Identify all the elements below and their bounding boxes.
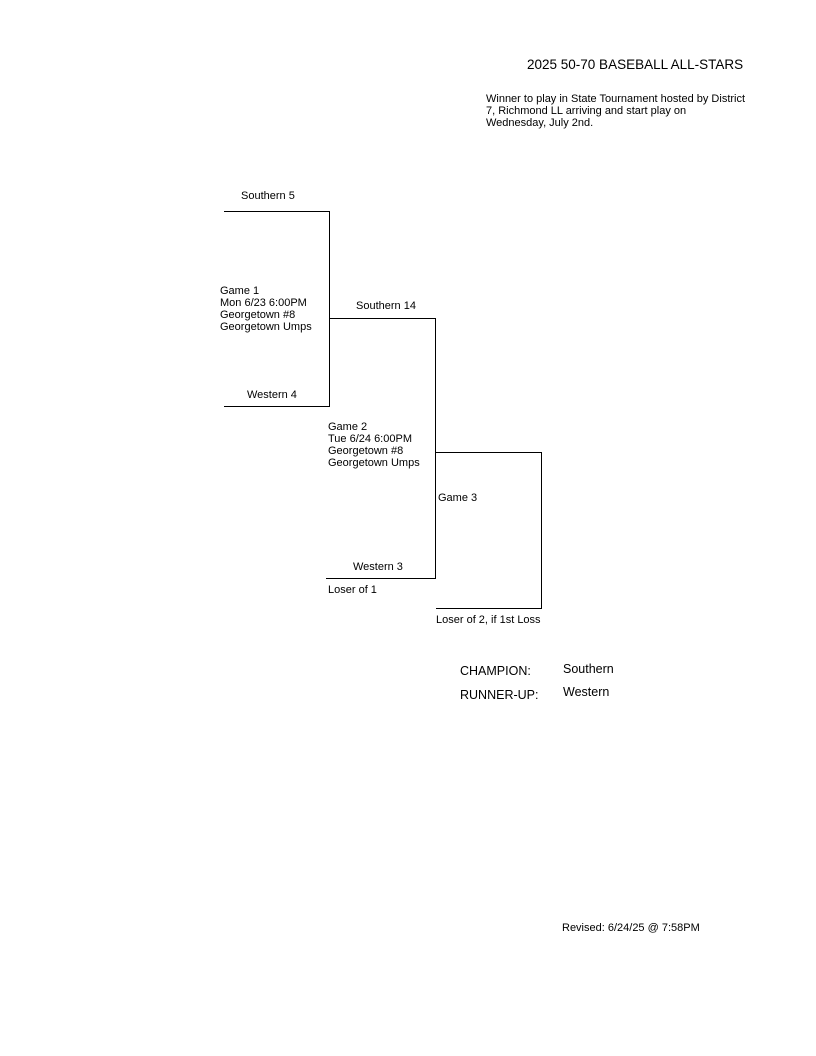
game1-label: Game 1 <box>220 285 260 297</box>
game2-connector <box>435 318 436 579</box>
revised-timestamp: Revised: 6/24/25 @ 7:58PM <box>562 922 700 934</box>
page-title: 2025 50-70 BASEBALL ALL-STARS <box>527 57 744 72</box>
game2-top-team: Southern 14 <box>356 300 416 312</box>
game1-connector <box>329 211 330 407</box>
game2-label: Game 2 <box>328 421 368 433</box>
game2-location: Georgetown #8 <box>328 445 404 457</box>
game2-info: Game 2 Tue 6/24 6:00PM Georgetown #8 Geo… <box>328 421 420 469</box>
game2-bottom-note: Loser of 1 <box>328 584 377 596</box>
game3-label: Game 3 <box>438 492 478 504</box>
game1-location: Georgetown #8 <box>220 309 296 321</box>
game1-top-team: Southern 5 <box>241 190 295 202</box>
game1-bottom-team: Western 4 <box>247 389 297 401</box>
game3-connector <box>541 452 542 609</box>
game1-umps: Georgetown Umps <box>220 321 312 333</box>
game1-bottom-line <box>224 406 330 407</box>
game2-bottom-line <box>326 578 436 579</box>
game2-bottom-team: Western 3 <box>353 561 403 573</box>
champion-value: Southern <box>563 662 614 676</box>
game3-bottom-note: Loser of 2, if 1st Loss <box>436 614 541 626</box>
tournament-note: Winner to play in State Tournament hoste… <box>486 93 746 129</box>
game1-info: Game 1 Mon 6/23 6:00PM Georgetown #8 Geo… <box>220 285 312 333</box>
game2-top-line <box>329 318 436 319</box>
game3-bottom-line <box>436 608 542 609</box>
game3-top-line <box>435 452 542 453</box>
runnerup-value: Western <box>563 685 610 699</box>
game2-umps: Georgetown Umps <box>328 457 420 469</box>
game2-datetime: Tue 6/24 6:00PM <box>328 433 412 445</box>
game1-datetime: Mon 6/23 6:00PM <box>220 297 307 309</box>
champion-label: CHAMPION: <box>460 664 531 678</box>
runnerup-label: RUNNER-UP: <box>460 688 539 702</box>
game1-top-line <box>224 211 330 212</box>
